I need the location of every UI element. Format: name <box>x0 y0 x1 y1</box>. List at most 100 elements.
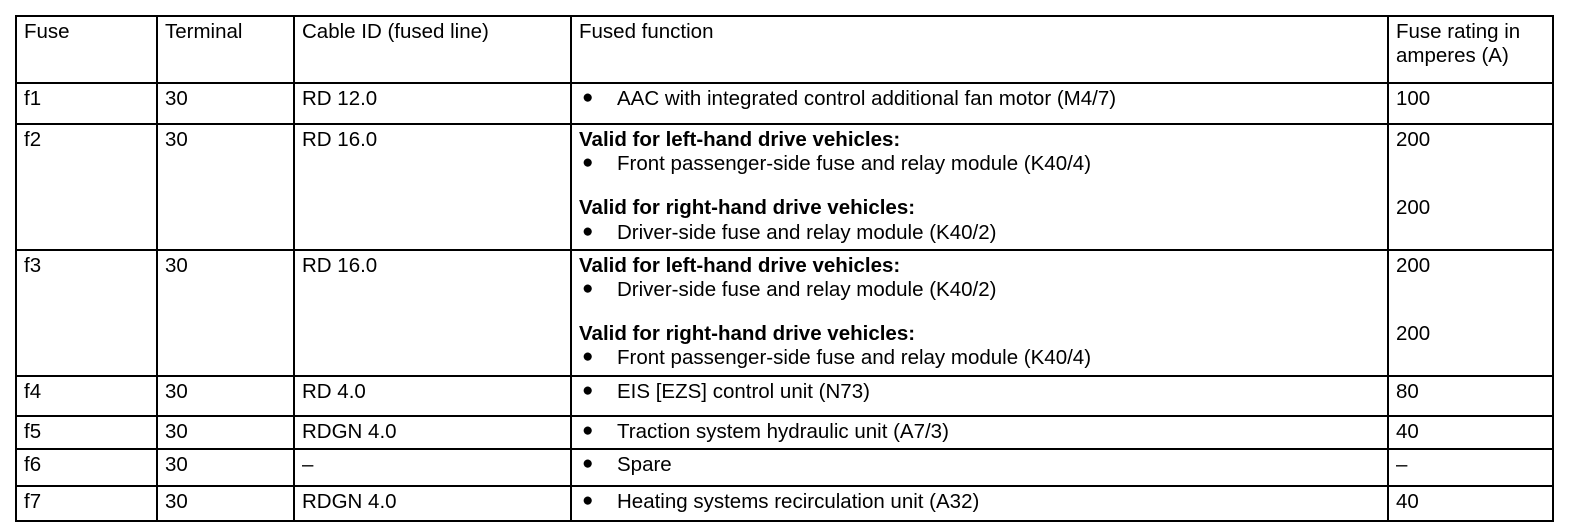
column-header-fuse-rating-line2: amperes (A) <box>1396 44 1509 68</box>
list-item: ●Front passenger-side fuse and relay mod… <box>579 346 1387 370</box>
list-item-label: Driver-side fuse and relay module (K40/2… <box>617 220 997 244</box>
fuse-rating-value: 100 <box>1396 87 1431 110</box>
list-item: ● Front passenger-side fuse and relay mod… <box>579 152 1387 176</box>
function-list: ● Spare <box>579 453 1387 477</box>
cell-fuse-id: f1 <box>15 82 158 125</box>
bullet-icon: ● <box>582 87 594 108</box>
bullet-icon: ● <box>582 379 594 401</box>
list-item-label: EIS [EZS] control unit (N73) <box>617 379 870 403</box>
list-item: ● Traction system hydraulic unit (A7/3) <box>579 420 1387 444</box>
list-item-label: Spare <box>617 452 672 476</box>
list-item: ● Driver-side fuse and relay module (K40/… <box>579 221 1387 245</box>
column-header-cable-id: Cable ID (fused line) <box>293 15 572 84</box>
fuse-assignment-table: Fuse Terminal Cable ID (fused line) Fuse… <box>15 15 1554 522</box>
function-group: ● AAC with integrated control additional … <box>579 87 1387 111</box>
fuse-rating-value: 80 <box>1396 379 1419 403</box>
list-item-label: Traction system hydraulic unit (A7/3) <box>617 419 949 443</box>
cell-fuse-id: f6 <box>15 447 158 487</box>
cell-fuse-rating: 40 <box>1387 414 1554 450</box>
cell-cable-id: RDGN 4.0 <box>293 414 572 450</box>
function-group: ● Traction system hydraulic unit (A7/3) <box>579 420 1387 444</box>
fuse-rating-value: 200 <box>1396 321 1431 345</box>
bullet-icon: ● <box>582 220 594 242</box>
cell-terminal: 30 <box>156 414 295 450</box>
fuse-rating-value: 40 <box>1396 419 1419 443</box>
cell-fuse-rating: 100 <box>1387 82 1554 125</box>
list-item: ● Driver-side fuse and relay module (K40/… <box>579 278 1387 302</box>
cell-terminal: 30 <box>156 82 295 125</box>
column-header-fuse: Fuse <box>15 15 158 84</box>
cell-fused-function: Valid for left-hand drive vehicles:●Fron… <box>570 123 1389 251</box>
cell-terminal: 30 <box>156 248 295 377</box>
function-list: ●Front passenger-side fuse and relay mod… <box>579 346 1387 370</box>
list-item: ● AAC with integrated control additional … <box>579 87 1387 111</box>
fuse-rating-value: 200 <box>1396 128 1431 151</box>
cell-cable-id: RD 4.0 <box>293 374 572 417</box>
column-header-terminal: Terminal <box>156 15 295 84</box>
function-list: ● Driver-side fuse and relay module (K40/… <box>579 221 1387 245</box>
list-item: ● EIS [EZS] control unit (N73) <box>579 380 1387 404</box>
fuse-rating-value: 40 <box>1396 489 1419 513</box>
cell-terminal: 30 <box>156 123 295 251</box>
cell-fuse-id: f3 <box>15 248 158 377</box>
function-group: ● Spare <box>579 453 1387 477</box>
cell-cable-id: RD 12.0 <box>293 82 572 125</box>
cell-terminal: 30 <box>156 484 295 522</box>
bullet-icon: ● <box>582 152 594 174</box>
cell-cable-id: – <box>293 447 572 487</box>
cell-cable-id: RD 16.0 <box>293 248 572 377</box>
cell-cable-id: RDGN 4.0 <box>293 484 572 522</box>
function-group: ● EIS [EZS] control unit (N73) <box>579 380 1387 404</box>
cell-fused-function: ● AAC with integrated control additional … <box>570 82 1389 125</box>
cell-fused-function: ●Heating systems recirculation unit (A32… <box>570 484 1389 522</box>
list-item-label: Driver-side fuse and relay module (K40/2… <box>617 277 997 301</box>
column-header-fused-function: Fused function <box>570 15 1389 84</box>
bullet-icon: ● <box>582 277 594 299</box>
column-header-fuse-rating-line1: Fuse rating in <box>1396 20 1521 43</box>
cell-fuse-rating: 80 <box>1387 374 1554 417</box>
function-group: Valid for right-hand drive vehicles:● Dri… <box>579 196 1387 244</box>
cell-fuse-id: f5 <box>15 414 158 450</box>
bullet-icon: ● <box>582 452 594 474</box>
function-group-heading: Valid for left-hand drive vehicles: <box>579 128 901 151</box>
cell-terminal: 30 <box>156 374 295 417</box>
list-item: ●Heating systems recirculation unit (A32… <box>579 490 1387 514</box>
cell-fuse-id: f7 <box>15 484 158 522</box>
cell-fuse-rating: 200 200 <box>1387 123 1554 251</box>
function-list: ● AAC with integrated control additional … <box>579 87 1387 111</box>
list-item: ● Spare <box>579 453 1387 477</box>
function-list: ● Driver-side fuse and relay module (K40/… <box>579 278 1387 302</box>
function-list: ● Front passenger-side fuse and relay mod… <box>579 152 1387 176</box>
column-header-fuse-rating: Fuse rating in amperes (A) <box>1387 15 1554 84</box>
function-group-heading: Valid for left-hand drive vehicles: <box>579 253 901 277</box>
list-item-label: AAC with integrated control additional f… <box>617 87 1117 110</box>
bullet-icon: ● <box>582 419 594 441</box>
list-item-label: Front passenger-side fuse and relay modu… <box>617 152 1092 176</box>
fuse-rating-value: – <box>1396 452 1408 476</box>
table-header: Fuse Terminal Cable ID (fused line) Fuse… <box>15 15 1554 84</box>
fuse-rating-value: 200 <box>1396 196 1431 220</box>
function-group: ●Heating systems recirculation unit (A32… <box>579 490 1387 514</box>
cell-fuse-id: f4 <box>15 374 158 417</box>
cell-fused-function: ● EIS [EZS] control unit (N73) <box>570 374 1389 417</box>
function-group: Valid for right-hand drive vehicles:●Fro… <box>579 322 1387 370</box>
function-group: Valid for left-hand drive vehicles:● Driv… <box>579 254 1387 302</box>
cell-terminal: 30 <box>156 447 295 487</box>
cell-cable-id: RD 16.0 <box>293 123 572 251</box>
list-item-label: Heating systems recirculation unit (A32) <box>617 489 980 513</box>
function-group: Valid for left-hand drive vehicles:● Fron… <box>579 128 1387 176</box>
fuse-assignment-table-container: Fuse Terminal Cable ID (fused line) Fuse… <box>15 15 1554 522</box>
function-list: ● EIS [EZS] control unit (N73) <box>579 380 1387 404</box>
cell-fused-function: ● Spare <box>570 447 1389 487</box>
cell-fused-function: Valid for left-hand drive vehicles:● Driv… <box>570 248 1389 377</box>
function-list: ●Heating systems recirculation unit (A32… <box>579 490 1387 514</box>
function-group-heading: Valid for right-hand drive vehicles: <box>579 196 916 220</box>
list-item-label: Front passenger-side fuse and relay modu… <box>617 346 1092 370</box>
